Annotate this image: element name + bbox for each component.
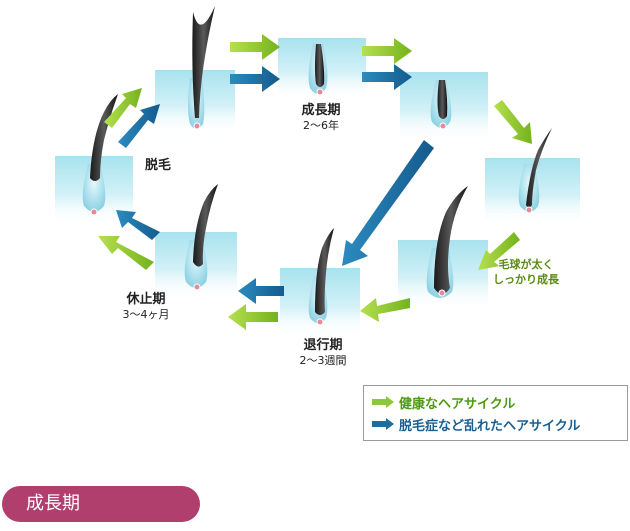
healthy-cycle-arrows <box>98 34 532 330</box>
arrow-green-mature-to-thick <box>478 232 520 270</box>
stage-label-growth: 成長期 2～6年 <box>285 103 357 133</box>
stage-duration-regression: 2～3週間 <box>299 354 347 368</box>
stage-name-growth: 成長期 <box>301 103 341 118</box>
follicle-mature <box>518 128 552 214</box>
stage-label-shedding: 脱毛 <box>134 158 182 174</box>
legend-label-disordered: 脱毛症など乱れたヘアサイクル <box>399 418 581 434</box>
follicle-new <box>82 94 118 216</box>
arrow-green-resting-to-new <box>98 236 154 270</box>
legend-item-disordered: 脱毛症など乱れたヘアサイクル <box>372 414 580 434</box>
follicle-shedding <box>188 6 215 130</box>
green-arrow-icon <box>372 396 394 408</box>
callout-line-1: 毛球が太く <box>498 258 554 271</box>
arrow-green-top-right <box>362 38 412 64</box>
stage-name-regression: 退行期 <box>303 338 343 353</box>
arrow-blue-diagonal <box>342 140 434 266</box>
arrow-blue-new-to-shedding <box>118 104 160 148</box>
arrow-green-thick-to-regression <box>360 298 410 322</box>
stage-duration-growth: 2～6年 <box>303 119 339 133</box>
arrow-green-right-down <box>494 100 532 144</box>
callout-line-2: しっかり成長 <box>493 272 559 286</box>
arrow-blue-resting-to-new <box>116 210 160 240</box>
legend-label-healthy: 健康なヘアサイクル <box>399 396 516 412</box>
hair-cycle-diagram <box>55 6 580 338</box>
arrow-blue-top-left <box>230 66 280 92</box>
stage-duration-resting: 3～4ヶ月 <box>122 308 170 322</box>
stage-label-resting: 休止期 3～4ヶ月 <box>110 292 182 322</box>
arrow-blue-regression-to-resting <box>238 278 284 304</box>
follicle-anagen-late <box>430 80 452 130</box>
follicle-regression <box>308 228 334 326</box>
section-badge-growth: 成長期 <box>2 486 200 522</box>
follicle-resting <box>184 184 218 291</box>
stage-label-regression: 退行期 2～3週間 <box>285 338 361 368</box>
thick-bulb-callout: 毛球が太く しっかり成長 <box>478 258 574 288</box>
follicles <box>82 6 552 326</box>
arrow-green-top-left <box>230 34 280 60</box>
stage-name-resting: 休止期 <box>126 292 166 307</box>
disordered-cycle-arrows <box>116 64 434 304</box>
stage-name-shedding: 脱毛 <box>144 158 171 173</box>
follicle-thick <box>426 186 468 298</box>
legend: 健康なヘアサイクル 脱毛症など乱れたヘアサイクル <box>363 385 628 441</box>
follicle-growth <box>308 44 328 96</box>
legend-item-healthy: 健康なヘアサイクル <box>372 392 515 412</box>
arrow-green-new-to-shedding <box>104 88 142 128</box>
arrow-green-regression-to-resting <box>228 304 278 330</box>
arrow-blue-top-right <box>362 64 412 90</box>
blue-arrow-icon <box>372 418 394 430</box>
